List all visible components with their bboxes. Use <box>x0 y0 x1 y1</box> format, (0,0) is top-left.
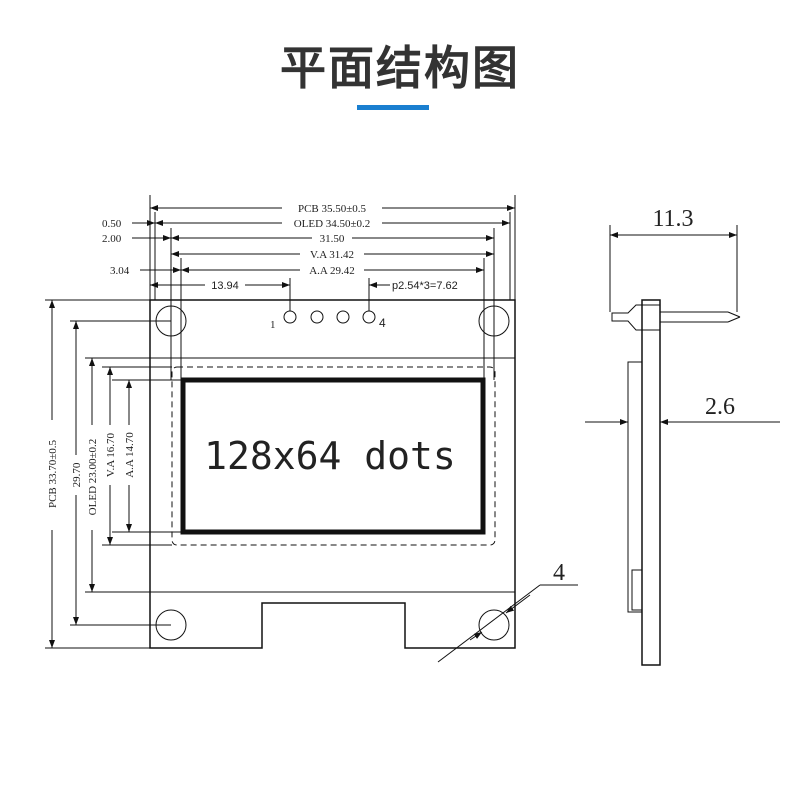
side-panel <box>627 361 643 613</box>
dim-oled-height: OLED 23.00±0.2 <box>87 439 99 516</box>
side-pcb <box>641 299 661 666</box>
dim-thickness: 2.6 <box>705 394 735 420</box>
dim-offset-304: 3.04 <box>110 265 130 277</box>
pin <box>362 310 376 324</box>
pin-label-1: 1 <box>270 319 276 331</box>
dim-pcb-height: PCB 33.70±0.5 <box>47 439 59 508</box>
pin <box>310 310 324 324</box>
pin-header <box>611 304 661 331</box>
dim-va-height: V.A 16.70 <box>105 432 117 477</box>
page-title: 平面结构图 <box>280 41 520 95</box>
dim-aa-height: A.A 14.70 <box>124 432 136 478</box>
dim-va-width: V.A 31.42 <box>310 249 354 261</box>
dim-pcb-width: PCB 35.50±0.5 <box>298 203 367 215</box>
active-area <box>180 377 486 535</box>
mount-hole <box>478 609 510 641</box>
display-text: 128x64 dots <box>204 434 456 478</box>
pin <box>336 310 350 324</box>
dim-oled-width: OLED 34.50±0.2 <box>294 218 371 230</box>
dim-pin-length: 11.3 <box>652 206 693 232</box>
title-underline <box>357 105 429 110</box>
dim-aa-width: A.A 29.42 <box>309 265 355 277</box>
pin-label-4: 4 <box>379 316 386 330</box>
dim-pin-offset: 13.94 <box>211 280 239 292</box>
dim-offset-200: 2.00 <box>102 233 122 245</box>
oled-outline <box>171 366 496 546</box>
pcb-outline <box>149 299 516 649</box>
dim-hole-diameter: 4 <box>553 560 565 586</box>
dim-width-3150: 31.50 <box>320 233 345 245</box>
dim-pin-pitch: p2.54*3=7.62 <box>392 280 458 292</box>
pin <box>283 310 297 324</box>
dim-hole-span: 29.70 <box>71 462 83 487</box>
dim-offset-050: 0.50 <box>102 218 122 230</box>
